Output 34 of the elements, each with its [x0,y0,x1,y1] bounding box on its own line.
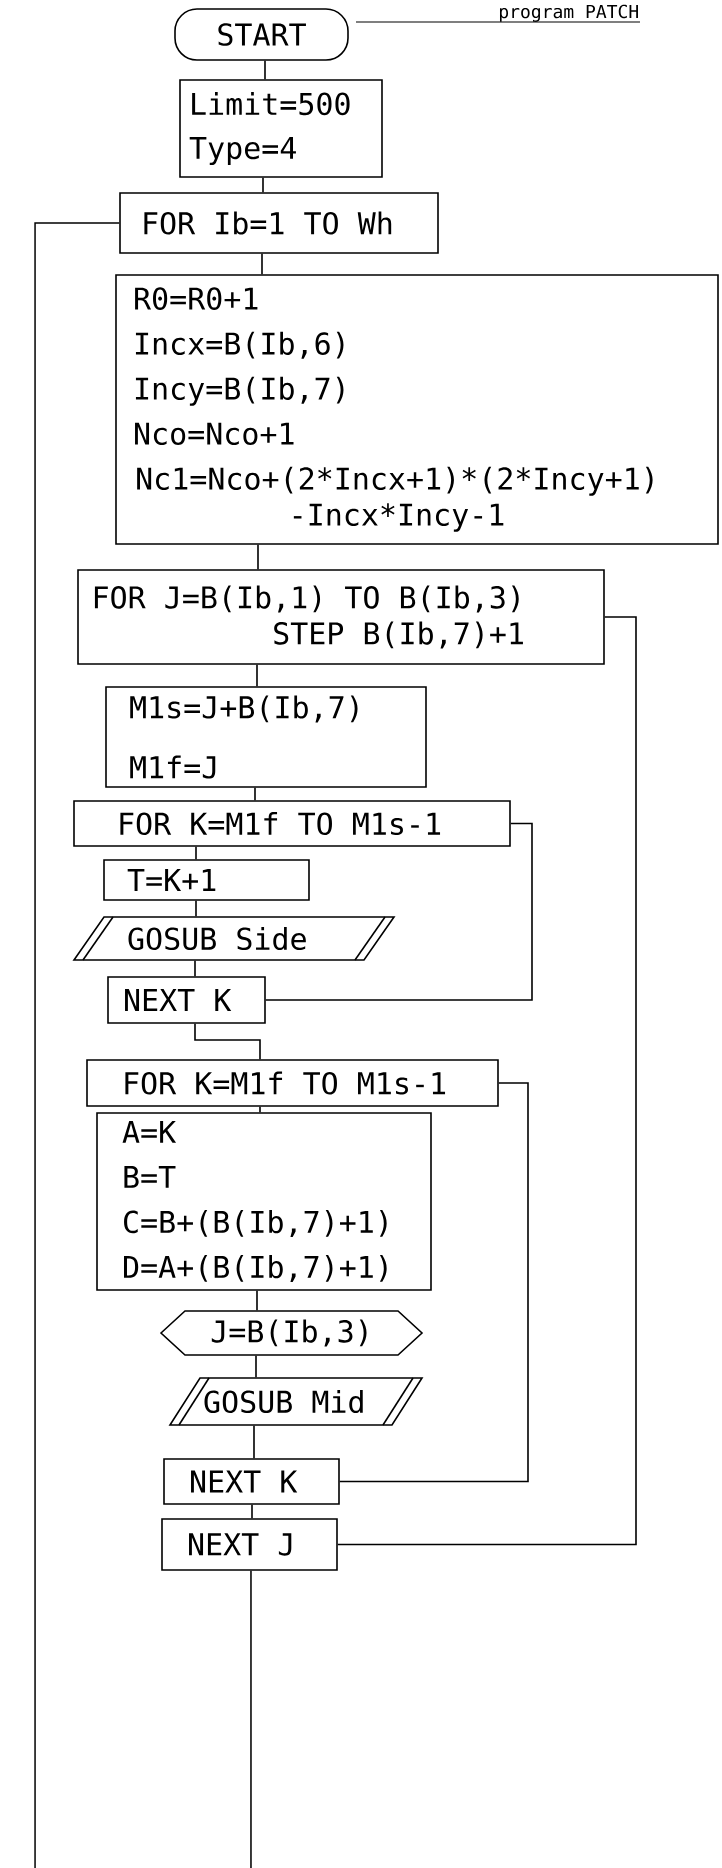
process-box: FOR Ib=1 TO Wh [119,192,439,254]
flow-line [195,900,197,917]
process-box: R0=R0+1 Incx=B(Ib,6) Incy=B(Ib,7) Nco=Nco+1 Nc1=Nco+(2*Incx+1)*(2*Incy+1) -Incx*Incy-1 [115,274,719,545]
flow-line [194,1023,261,1060]
flow-line [250,1570,252,1868]
flow-line [257,544,259,570]
process-box: FOR J=B(Ib,1) TO B(Ib,3) STEP B(Ib,7)+1 [77,569,605,665]
loop-line [339,1082,529,1483]
loop-line [337,616,637,1546]
flow-line [195,846,197,860]
flow-line [256,1290,258,1311]
flow-line [262,177,264,193]
process-box: A=K B=T C=B+(B(Ib,7)+1) D=A+(B(Ib,7)+1) [96,1112,432,1291]
flow-line [256,664,258,687]
process-box: NEXT K [107,976,266,1024]
terminal-box: START [174,8,349,61]
process-box: T=K+1 [103,859,310,901]
flow-line [251,1504,253,1519]
flow-line [255,1355,257,1378]
process-box: FOR K=M1f TO M1s-1 [73,800,511,847]
loop-line [34,222,120,1868]
flow-line [254,787,256,801]
process-box: M1s=J+B(Ib,7) M1f=J [105,686,427,788]
flow-line [259,1106,261,1113]
process-box: Limit=500 Type=4 [179,79,383,178]
flow-line [261,253,263,276]
loop-line [265,822,533,1001]
flow-line [253,1425,255,1459]
process-box: NEXT K [163,1458,340,1505]
title: program PATCH [355,4,641,23]
process-box: NEXT J [161,1518,338,1571]
process-box: FOR K=M1f TO M1s-1 [86,1059,499,1107]
flow-line [264,60,266,80]
flow-line [194,960,196,977]
